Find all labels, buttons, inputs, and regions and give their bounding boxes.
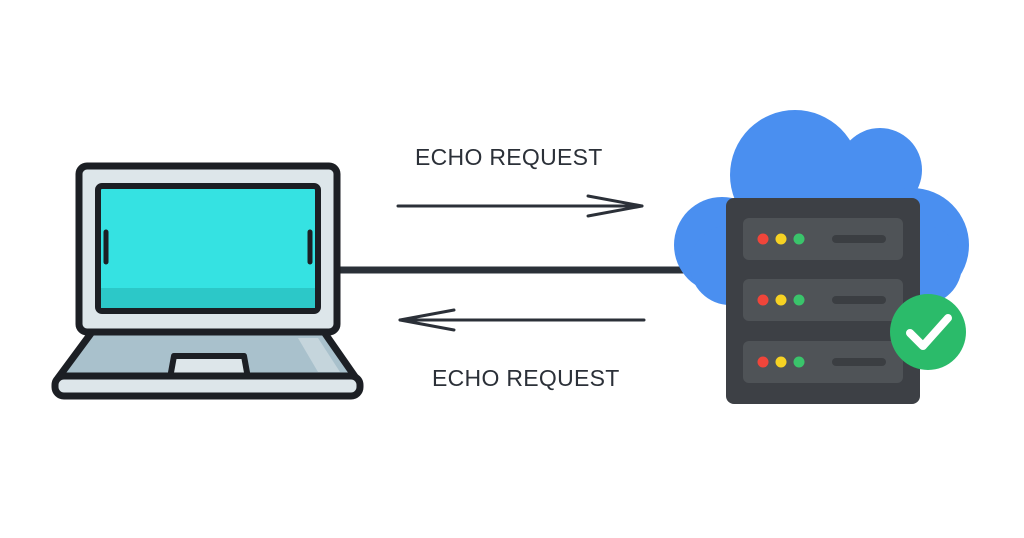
reply-arrow-left: [398, 308, 646, 332]
bottom-arrow-label: ECHO REQUEST: [432, 365, 620, 391]
server-rack-icon: [726, 198, 920, 404]
server-unit-3: [743, 341, 903, 383]
server-unit-1: [743, 218, 903, 260]
check-badge-icon: [890, 294, 966, 370]
server-unit-2: [743, 279, 903, 321]
top-arrow-label: ECHO REQUEST: [415, 144, 603, 170]
laptop-icon: [51, 162, 364, 400]
request-arrow-right: [396, 194, 644, 218]
